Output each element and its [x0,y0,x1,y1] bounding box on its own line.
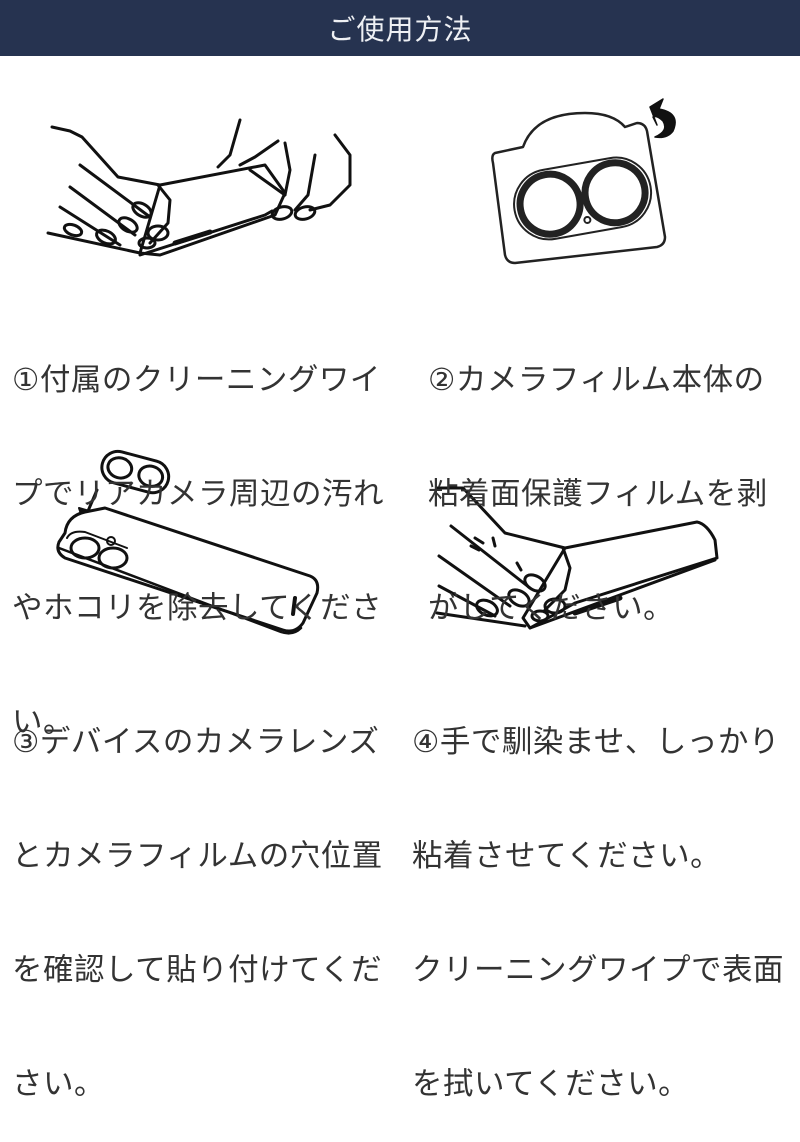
step-2-line-1: ②カメラフィルム本体の [428,363,765,398]
step-4-line-4: を拭いてください。 [412,1067,690,1102]
step-3-line-3: を確認して貼り付けてくだ [12,953,383,988]
step-3-line-2: とカメラフィルムの穴位置 [12,839,383,874]
step-4-line-3: クリーニングワイプで表面 [412,953,784,988]
step-3-line-4: さい。 [12,1067,105,1102]
step-1-line-2: プでリアカメラ周辺の汚れ [12,477,384,512]
step-2-text: ②カメラフィルム本体の 粘着面保護フィルムを剥 がしてください。 [428,286,768,666]
step-3-line-1: ③デバイスのカメラレンズ [12,725,380,760]
step-1-illustration [40,115,370,280]
step-2-line-2: 粘着面保護フィルムを剥 [428,477,768,512]
step-2-line-3: がしてください。 [428,591,675,626]
step-1-text: ①付属のクリーニングワイ プでリアカメラ周辺の汚れ やホコリを除去してくださ い… [12,286,384,780]
step-1-line-3: やホコリを除去してくださ [12,591,383,626]
step-1-line-1: ①付属のクリーニングワイ [12,363,381,398]
step-3-illustration [45,448,330,638]
step-2-illustration [485,95,690,265]
step-1-line-4: い。 [12,705,74,740]
page-title: ご使用方法 [327,13,473,46]
step-4-line-2: 粘着させてください。 [412,839,722,874]
page-header: ご使用方法 [0,0,800,56]
step-3-text: ③デバイスのカメラレンズ とカメラフィルムの穴位置 を確認して貼り付けてくだ さ… [12,648,383,1142]
step-4-illustration [435,478,725,633]
step-4-text: ④手で馴染ませ、しっかり 粘着させてください。 クリーニングワイプで表面 を拭い… [412,648,784,1142]
step-4-line-1: ④手で馴染ませ、しっかり [412,725,780,760]
